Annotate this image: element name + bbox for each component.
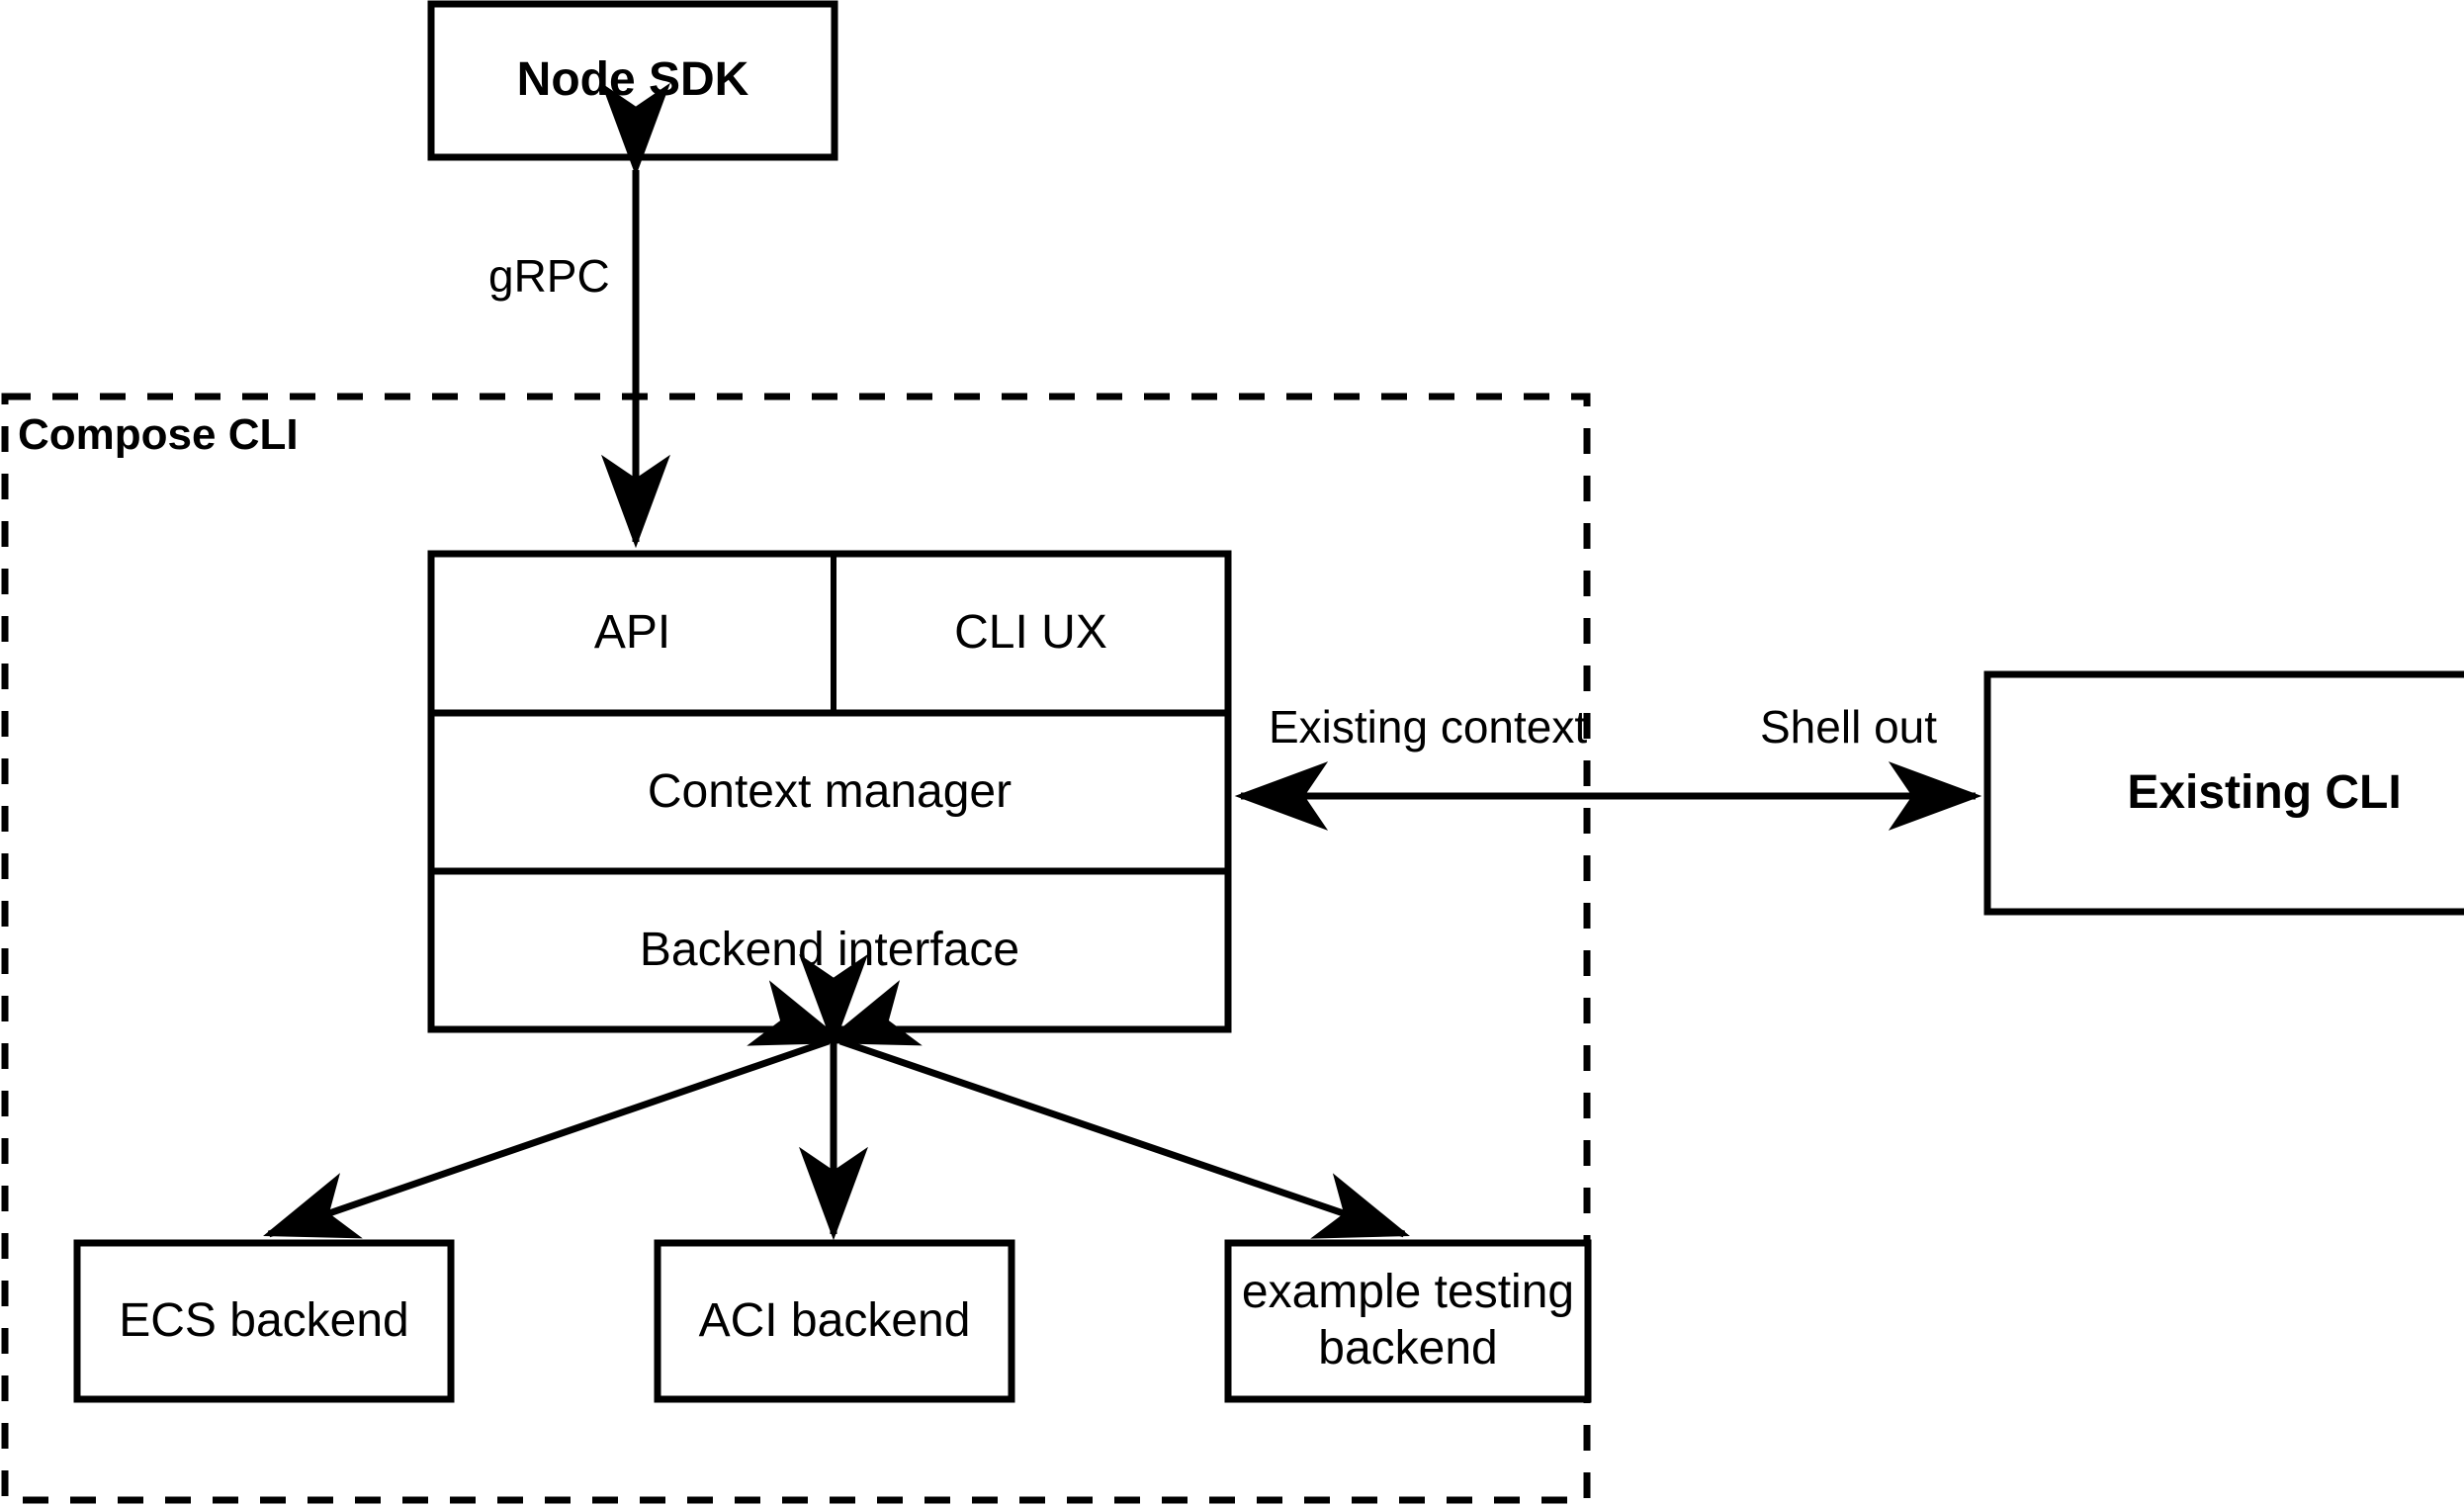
- aci-backend-box: [654, 1239, 1015, 1403]
- backend-to-ecs-arrow: [263, 980, 923, 1239]
- existing-cli-box: [1983, 670, 2464, 916]
- backend-to-example-arrow: [747, 980, 1410, 1239]
- compose-cli-group-border: [1, 393, 1591, 1504]
- example-testing-backend-box: [1224, 1239, 1592, 1403]
- node-sdk-box: [427, 0, 838, 161]
- compose-cli-stack-box: [427, 550, 1232, 1033]
- ecs-backend-box: [73, 1239, 455, 1403]
